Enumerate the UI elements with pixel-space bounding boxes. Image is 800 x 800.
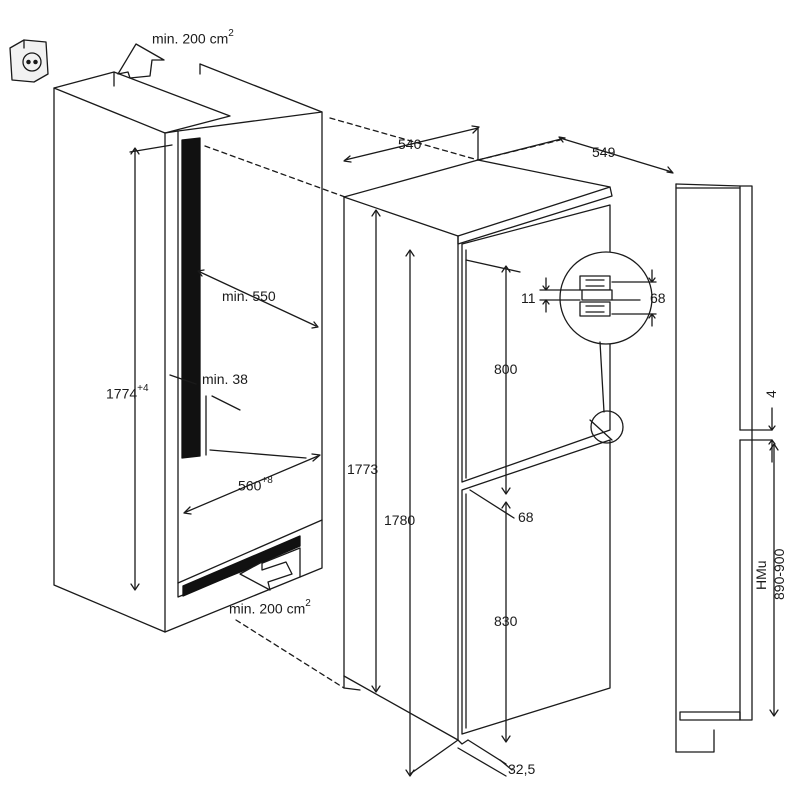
cabinet-width-label: 560+8 [238, 475, 273, 494]
top-ventilation-value: min. 200 cm [152, 30, 229, 47]
cabinet-dimension-lines [129, 144, 321, 591]
cabinet-bottom-vent [182, 535, 301, 597]
side-gap-label: 4 [763, 390, 779, 398]
hinge-gap-right-label: 68 [650, 290, 666, 306]
door-gap-label: 68 [518, 509, 534, 525]
appliance-depth-label: 549 [592, 144, 616, 160]
airflow-in-arrow-icon [239, 561, 293, 591]
cabinet-depth-label: min. 550 [222, 288, 276, 304]
power-socket-icon [9, 39, 49, 83]
hinge-detail-callout [539, 251, 657, 444]
bottom-ventilation-unit-power: 2 [305, 598, 311, 609]
bottom-ventilation-label: min. 200 cm2 [229, 598, 311, 617]
cabinet-height-tolerance: +4 [137, 383, 149, 394]
upper-door-height-label: 800 [494, 361, 518, 377]
cabinet-side-gap-label: min. 38 [202, 371, 248, 387]
niche-height-abbrev-label: HMu [753, 560, 769, 590]
top-ventilation-label: min. 200 cm2 [152, 28, 234, 47]
cabinet-width-value: 560 [238, 477, 262, 494]
cabinet-width-tolerance: +8 [261, 475, 273, 486]
cabinet-height-value: 1774 [106, 385, 138, 402]
lower-door-height-label: 830 [494, 613, 518, 629]
side-section-dimension-lines [768, 407, 779, 717]
airflow-up-arrow-icon [117, 43, 165, 79]
appliance-dimension-lines [343, 125, 674, 777]
appliance-outline [343, 159, 613, 745]
niche-height-range-label: 890-900 [771, 548, 787, 600]
bottom-ventilation-value: min. 200 cm [229, 600, 306, 617]
hinge-gap-left-label: 11 [521, 290, 536, 306]
side-section-outline [675, 183, 773, 753]
foot-offset-label: 32,5 [508, 761, 536, 777]
cabinet-outline [53, 63, 323, 633]
top-ventilation-unit-power: 2 [228, 28, 234, 39]
appliance-width-label: 540 [398, 136, 422, 152]
appliance-body-height-label: 1773 [347, 461, 379, 477]
cabinet-height-label: 1774+4 [106, 383, 149, 402]
cabinet-trim-strip [181, 137, 201, 459]
appliance-overall-height-label: 1780 [384, 512, 416, 528]
